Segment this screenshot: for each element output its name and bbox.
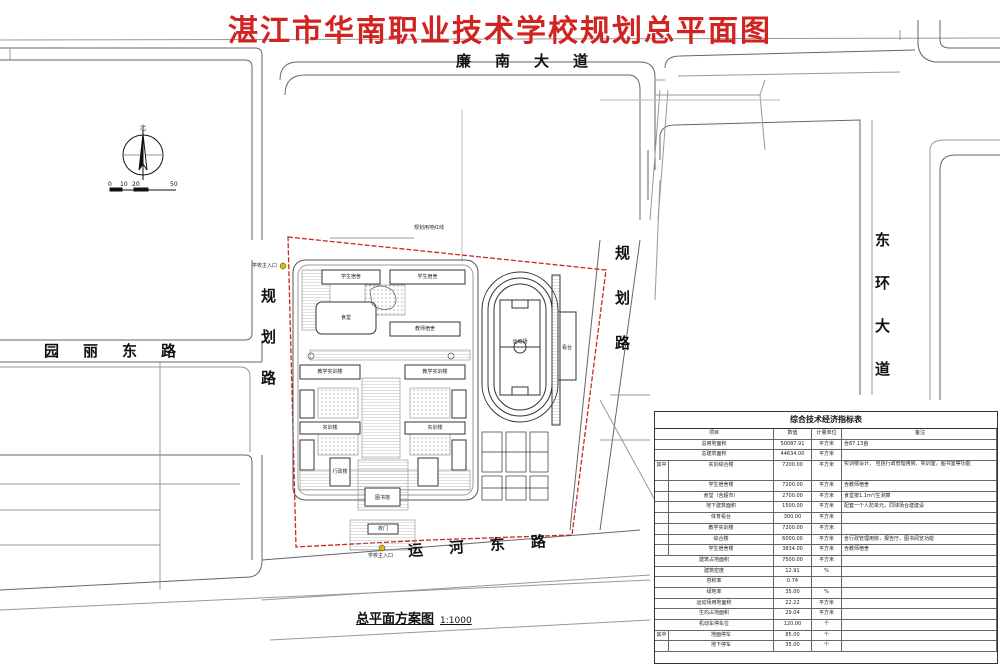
plan-scale: 1:1000 <box>440 616 472 626</box>
building-teacher-dorm: 教师宿舍 <box>414 326 435 332</box>
table-row: 学生宿舍楼 7200.00 平方米 含教师宿舍 <box>655 481 997 492</box>
plan-caption: 总平面方案图 1:1000 <box>356 608 472 627</box>
main-entrance-label-2: 学校主入口 <box>368 553 394 559</box>
table-row: 运动场用地面积 22.22 平方米 <box>655 598 997 610</box>
table-row: 绿地率 35.00 % <box>655 587 997 599</box>
table-row: 机动车停车位 120.00 个 <box>655 620 997 631</box>
table-row: 食堂（含超市） 2700.00 平方米 食堂按1.1m²/生测算 <box>655 491 997 503</box>
road-label-right-vertical: 规划路 <box>613 245 631 380</box>
plan-caption-text: 总平面方案图 <box>356 612 435 627</box>
building-admin: 行政楼 <box>332 469 348 475</box>
building-teach-b: 教学实训楼 <box>422 369 448 375</box>
table-header: 项目 数值 计量单位 备注 <box>655 429 997 440</box>
building-stand: 看台 <box>561 345 572 351</box>
building-library: 图书馆 <box>374 495 390 501</box>
table-row: 总用地面积 50087.91 平方米 含87.13亩 <box>655 439 997 451</box>
table-row: 地下停车 35.00 个 <box>655 641 997 653</box>
map-title: 湛江市华南职业技术学校规划总平面图 <box>228 14 772 49</box>
main-entrance-label: 学校主入口 <box>252 263 278 269</box>
building-track: 运动场 <box>512 339 528 345</box>
scale-tick-50: 50 <box>170 181 178 188</box>
building-dorm-b: 学生宿舍 <box>417 274 438 280</box>
table-row: 地下建筑面积 1500.00 平方米 配套一个人防单元，同球场合建建设 <box>655 502 997 514</box>
indicator-table: 综合技术经济指标表 项目 数值 计量单位 备注 总用地面积 50087.91 平… <box>654 411 998 664</box>
table-row: 学生宿舍楼 3834.00 平方米 含教师宿舍 <box>655 545 997 556</box>
north-label: 北 <box>140 125 147 132</box>
table-row: 体育看台 300.00 平方米 <box>655 513 997 524</box>
scale-tick-20: 20 <box>132 181 140 188</box>
table-row: 其中 地面停车 85.00 个 <box>655 630 997 642</box>
building-canteen: 食堂 <box>340 315 351 321</box>
building-lab-b: 实训楼 <box>427 425 443 431</box>
table-title: 综合技术经济指标表 <box>655 412 997 429</box>
building-teach-a: 教学实训楼 <box>317 369 343 375</box>
table-row: 建筑占地面积 7500.00 平方米 <box>655 555 997 567</box>
boundary-label: 规划用地红线 <box>414 225 445 231</box>
road-label-left-vertical: 规划路 <box>259 288 277 411</box>
table-row: 综合楼 6000.00 平方米 含行政管理用房，报告厅，图书阅览功能 <box>655 534 997 546</box>
building-gate: 校门 <box>377 526 388 532</box>
table-row: 生均占地面积 29.04 平方米 <box>655 609 997 620</box>
road-label-top: 廉南大道 <box>456 52 613 70</box>
table-row: 教学实训楼 7200.00 平方米 <box>655 523 997 535</box>
table-row: 其中 实训综合楼 7200.00 平方米 实训楼设计， 包括行政管理用房，实训室… <box>655 461 997 482</box>
table-row: 建筑密度 12.91 % <box>655 566 997 578</box>
building-lab-a: 实训楼 <box>322 425 338 431</box>
road-label-west: 园丽东路 <box>44 342 201 360</box>
table-row: 总建筑面积 44634.00 平方米 <box>655 450 997 462</box>
table-row: 容积率 0.74 <box>655 577 997 588</box>
building-dorm-a: 学生宿舍 <box>340 274 361 280</box>
scale-tick-0: 0 <box>108 181 112 188</box>
road-label-east: 东环大道 <box>873 232 891 404</box>
scale-tick-10: 10 <box>120 181 128 188</box>
